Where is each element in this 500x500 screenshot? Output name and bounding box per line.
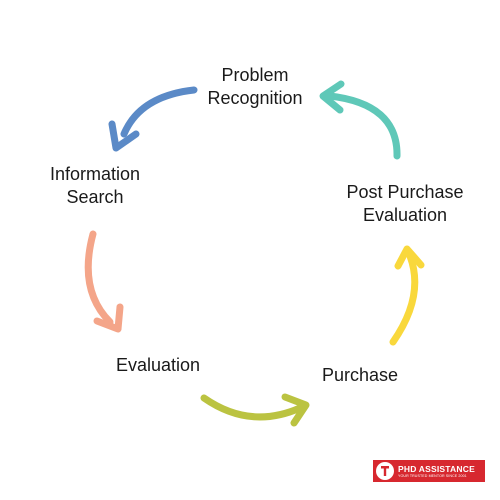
stage-label-line: Search [66,187,124,207]
stage-information-search: Information Search [30,163,160,209]
arrow-problem-to-information [108,86,198,152]
logo-text: PHD ASSISTANCE YOUR TRUSTED MENTOR SINCE… [398,464,475,479]
stage-post-purchase-evaluation: Post Purchase Evaluation [325,181,485,227]
arrow-evaluation-to-purchase [200,393,310,427]
logo-tagline: YOUR TRUSTED MENTOR SINCE 2001 [398,473,467,478]
logo-name: PHD ASSISTANCE [398,463,475,474]
stage-evaluation: Evaluation [98,354,218,377]
stage-label-line: Information [49,164,141,184]
logo-emblem-icon [376,462,394,480]
stage-label-line: Evaluation [362,205,448,225]
stage-label-line: Evaluation [115,355,201,375]
arrow-post-purchase-to-problem [319,80,401,160]
arrow-information-to-evaluation [84,230,124,333]
arrow-purchase-to-post-purchase [389,245,425,346]
stage-purchase: Purchase [305,364,415,387]
stage-label-line: Post Purchase [346,182,464,202]
stage-label-line: Purchase [321,365,399,385]
stage-problem-recognition: Problem Recognition [190,64,320,110]
stage-label-line: Problem [221,65,289,85]
phd-assistance-logo: PHD ASSISTANCE YOUR TRUSTED MENTOR SINCE… [373,460,485,482]
stage-label-line: Recognition [207,88,303,108]
